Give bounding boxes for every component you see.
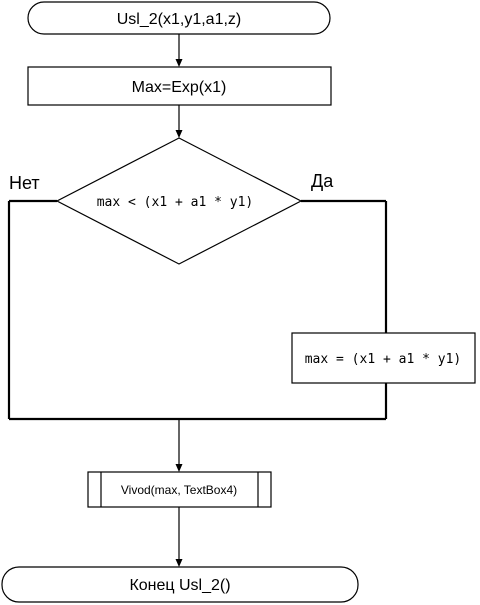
decision-condition: max < (x1 + a1 * y1)	[97, 195, 254, 210]
no-branch-label: Нет	[9, 173, 40, 193]
assign-max-process	[27, 66, 332, 106]
yes-action-label: max = (x1 + a1 * y1)	[305, 352, 462, 367]
yes-action-process	[291, 332, 476, 384]
arrowhead-output-to-end	[175, 559, 183, 567]
end-terminator	[1, 566, 359, 603]
yes-branch-label: Да	[311, 171, 334, 191]
arrowhead-assign-to-decision	[175, 130, 183, 138]
arrowhead-start-to-assign	[175, 59, 183, 67]
assign-max-label: Max=Exp(x1)	[132, 79, 227, 96]
output-label: Vivod(max, TextBox4)	[121, 483, 237, 497]
start-label: Usl_2(x1,y1,a1,z)	[117, 11, 242, 28]
decision-diamond	[55, 137, 303, 265]
output-subroutine	[87, 471, 272, 508]
end-label: Конец Usl_2()	[129, 577, 230, 594]
arrowhead-merge-to-output	[175, 464, 183, 472]
